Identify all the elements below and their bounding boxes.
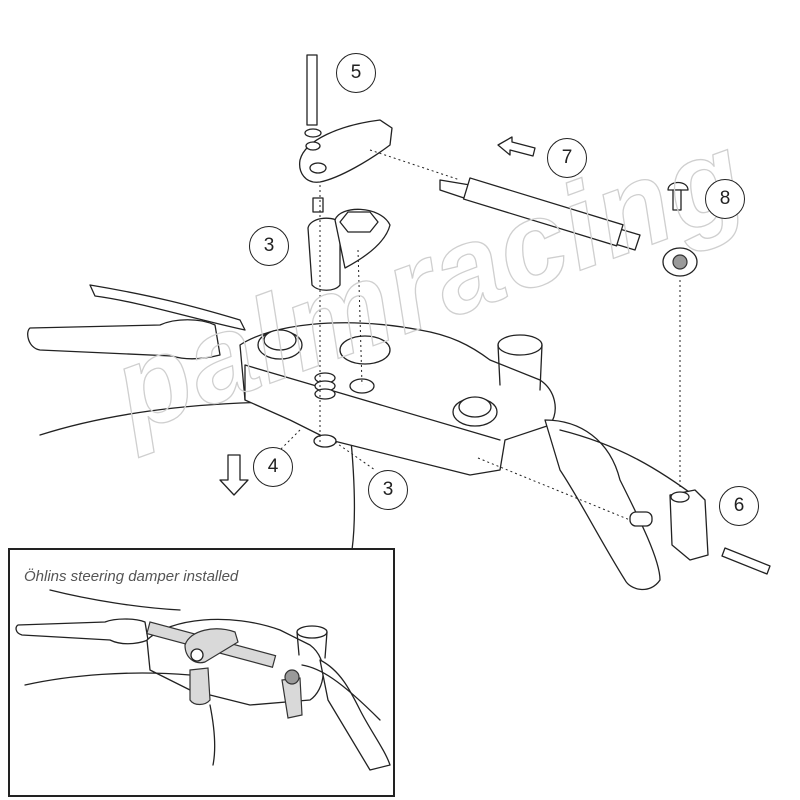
bolt [306, 54, 318, 126]
right-grip [544, 419, 661, 591]
callout-7: 7 [547, 138, 587, 178]
inset-line-art [15, 589, 391, 771]
installed-inset: Öhlins steering damper installed [8, 548, 395, 797]
lower-bracket [669, 489, 709, 561]
callout-5: 5 [336, 53, 376, 93]
reservoir [497, 334, 543, 356]
direction-arrow [497, 136, 536, 157]
down-arrow [219, 454, 249, 496]
clutch-lever [89, 284, 246, 331]
callout-6: 6 [719, 486, 759, 526]
clamp-part [307, 217, 341, 291]
callout-3-top: 3 [249, 226, 289, 266]
callout-3-bottom: 3 [368, 470, 408, 510]
callout-8: 8 [705, 179, 745, 219]
inset-caption: Öhlins steering damper installed [24, 568, 239, 585]
callout-4: 4 [253, 447, 293, 487]
left-grip [27, 319, 221, 360]
